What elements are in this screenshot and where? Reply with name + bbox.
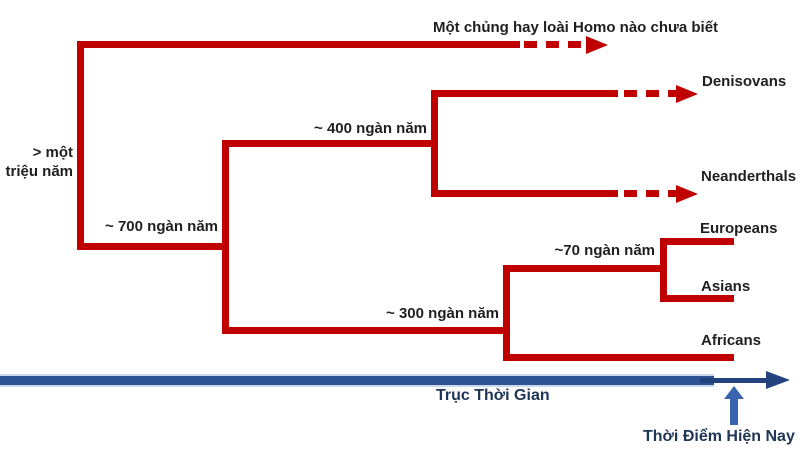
label-root-split-line1: > một <box>32 144 73 161</box>
label-root-split: > một triệu năm <box>5 143 73 181</box>
label-split-300k: ~ 300 ngàn năm <box>386 305 499 322</box>
neanderthals-arrowhead-icon <box>676 185 698 203</box>
branch-700k-vertical <box>222 140 229 334</box>
label-asians: Asians <box>701 278 751 295</box>
label-split-70k: ~70 ngàn năm <box>554 242 655 259</box>
branch-denisovans-solid <box>431 90 618 97</box>
time-axis-arrow-shaft <box>700 378 766 383</box>
present-time-arrowhead-icon <box>724 386 744 399</box>
unknown-homo-arrowhead-icon <box>586 36 608 54</box>
branch-unknown-homo-solid <box>77 41 520 48</box>
branch-root-to-700k <box>77 243 229 250</box>
branch-neanderthals-solid <box>431 190 618 197</box>
time-axis-arrowhead-icon <box>766 371 790 389</box>
label-africans: Africans <box>701 332 762 349</box>
branch-300k-to-70k <box>503 265 667 272</box>
label-root-split-line2: triệu năm <box>5 163 73 180</box>
label-split-400k: ~ 400 ngàn năm <box>314 120 427 137</box>
branch-700k-to-300k <box>222 327 510 334</box>
branch-denisovans-dashed <box>624 90 676 97</box>
branch-300k-vertical <box>503 265 510 361</box>
branch-unknown-homo-dashed <box>524 41 586 48</box>
branch-70k-vertical <box>660 238 667 302</box>
denisovans-arrowhead-icon <box>676 85 698 103</box>
label-time-axis: Trục Thời Gian <box>436 387 550 404</box>
branch-asians <box>660 295 734 302</box>
label-present-time: Thời Điểm Hiện Nay <box>643 428 795 445</box>
label-unknown-homo: Một chủng hay loài Homo nào chưa biết <box>433 19 719 36</box>
branch-europeans <box>660 238 734 245</box>
label-split-700k: ~ 700 ngàn năm <box>105 218 218 235</box>
time-axis-line <box>0 374 714 387</box>
label-europeans: Europeans <box>700 220 778 237</box>
branch-700k-to-400k <box>222 140 438 147</box>
branch-africans <box>503 354 734 361</box>
branch-root-vertical <box>77 41 84 250</box>
label-neanderthals: Neanderthals <box>701 168 797 185</box>
branch-400k-vertical <box>431 90 438 197</box>
label-denisovans: Denisovans <box>702 73 787 90</box>
branch-neanderthals-dashed <box>624 190 676 197</box>
present-time-arrow-shaft <box>730 398 738 425</box>
